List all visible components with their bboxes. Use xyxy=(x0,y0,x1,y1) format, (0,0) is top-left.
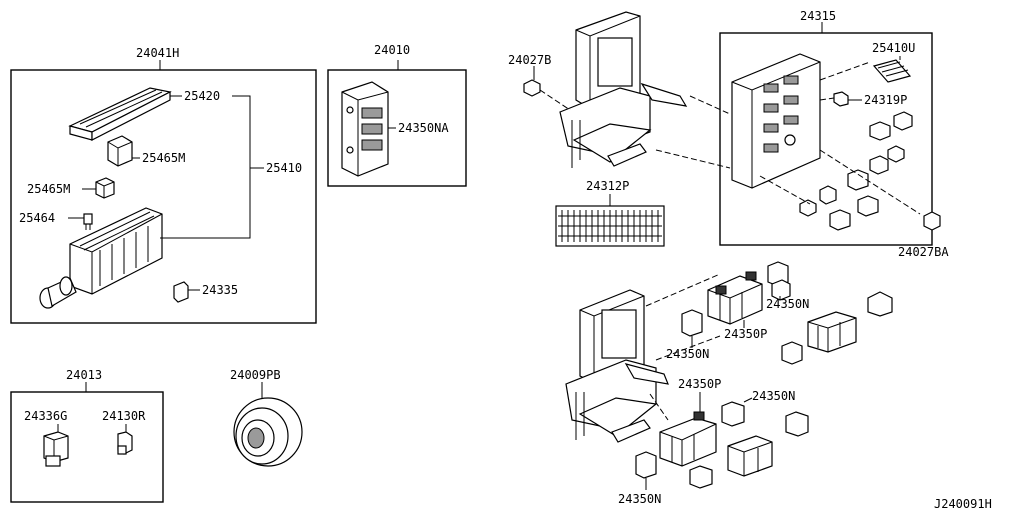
nut-24027BA-part xyxy=(923,211,941,231)
leader-24350N-c xyxy=(743,397,753,403)
relay-25465M-lower-part xyxy=(95,177,115,199)
label-24350P-b: 24350P xyxy=(678,377,721,391)
label-24335: 24335 xyxy=(202,283,238,297)
label-24350P-a: 24350P xyxy=(724,327,767,341)
label-24009PB: 24009PB xyxy=(230,368,281,382)
group-box-24315 xyxy=(719,32,933,246)
label-24319P: 24319P xyxy=(864,93,907,107)
label-24312P: 24312P xyxy=(586,179,629,193)
label-25464: 25464 xyxy=(19,211,55,225)
relay-cluster-right-part xyxy=(781,291,893,437)
clip-24335-part xyxy=(173,281,189,303)
label-25465M-b: 25465M xyxy=(27,182,70,196)
relay-24350N-mid-part xyxy=(681,309,703,337)
diagram-code: J240091H xyxy=(934,497,992,511)
label-24010: 24010 xyxy=(374,43,410,57)
label-24350N-a: 24350N xyxy=(766,297,809,311)
group-box-24041H xyxy=(10,69,317,324)
lower-bracket-part xyxy=(565,289,669,443)
label-sheet-24312P-part xyxy=(555,205,665,247)
dash-bracket-to-24315 xyxy=(655,95,731,169)
relay-24350N-bottom-part xyxy=(635,451,657,479)
relay-24319P-part xyxy=(833,91,849,107)
relay-cluster-bottom-part xyxy=(689,435,773,489)
relay-24350N-top-part xyxy=(767,261,791,301)
label-24350N-b: 24350N xyxy=(666,347,709,361)
dash-24027B xyxy=(539,89,571,111)
relay-24350N-lower-right-part xyxy=(721,401,745,427)
fuse-box-cover-part xyxy=(68,87,172,141)
bracket-25410 xyxy=(160,95,251,239)
connector-block-24010-part xyxy=(341,81,389,177)
label-24336G: 24336G xyxy=(24,409,67,423)
fuse-block-25410-part xyxy=(39,207,163,309)
fuse-24336G-part xyxy=(43,431,69,467)
fuse-relay-box-24315-part xyxy=(731,53,821,189)
relay-cluster-24350P-upper-part xyxy=(707,271,763,325)
fuse-strip-25410U-part xyxy=(872,59,912,83)
label-24013: 24013 xyxy=(66,368,102,382)
label-24350N-d: 24350N xyxy=(618,492,661,506)
label-24027B: 24027B xyxy=(508,53,551,67)
label-24350N-c: 24350N xyxy=(752,389,795,403)
label-24041H: 24041H xyxy=(136,46,179,60)
label-24350NA: 24350NA xyxy=(398,121,449,135)
fuse-25464-part xyxy=(83,213,93,230)
group-box-24010 xyxy=(327,69,467,187)
group-box-24013 xyxy=(10,391,164,503)
grommet-24009PB-part xyxy=(233,397,303,467)
relay-cluster-24350P-lower-part xyxy=(659,411,717,467)
label-25410U: 25410U xyxy=(872,41,915,55)
nut-24027B-part xyxy=(523,79,541,97)
label-25410: 25410 xyxy=(266,161,302,175)
label-25465M-a: 25465M xyxy=(142,151,185,165)
fuse-24130R-part xyxy=(117,431,133,455)
relays-box-24315 xyxy=(799,111,913,231)
dash-lower-bracket xyxy=(645,273,721,421)
relay-25465M-upper-part xyxy=(107,135,133,167)
label-24130R: 24130R xyxy=(102,409,146,423)
upper-bracket-part xyxy=(559,11,688,168)
label-24315: 24315 xyxy=(800,9,836,23)
label-25420: 25420 xyxy=(184,89,220,103)
label-24027BA: 24027BA xyxy=(898,245,949,259)
